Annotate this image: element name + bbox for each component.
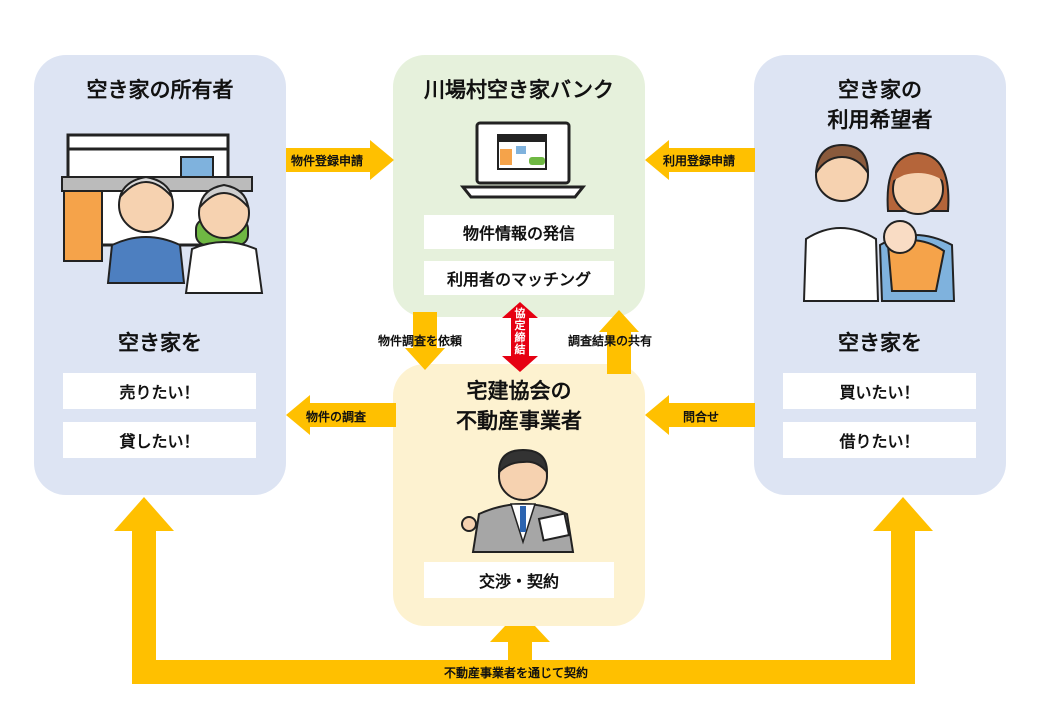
label-owner-to-bank: 物件登録申請	[291, 154, 364, 168]
owner-option-sell: 売りたい！	[63, 373, 256, 409]
user-title-line1: 空き家の	[838, 78, 922, 102]
label-user-to-bank: 利用登録申請	[663, 154, 736, 168]
user-option-buy: 買いたい！	[783, 373, 976, 409]
owner-panel: 空き家の所有者 空き家を 売りたい！ 貸したい！	[34, 55, 286, 495]
label-bank-to-agent: 物件調査を依頼	[378, 334, 463, 348]
label-agent-to-bank: 調査結果の共有	[568, 334, 653, 348]
laptop-icon	[459, 121, 587, 199]
bank-panel: 川場村空き家バンク 物件情報の発信 利用者のマッチング	[393, 55, 645, 317]
bank-title: 川場村空き家バンク	[423, 78, 615, 102]
arrow-owner-to-bank	[286, 140, 394, 180]
owner-subtitle: 空き家を	[118, 331, 202, 355]
label-contract: 不動産事業者を通じて契約	[444, 666, 589, 680]
bank-role-matching: 利用者のマッチング	[424, 261, 614, 295]
real-estate-agent-illustration	[461, 448, 575, 553]
elderly-couple-house-illustration	[61, 133, 264, 294]
bank-role-info: 物件情報の発信	[424, 215, 614, 249]
label-user-to-agent: 問合せ	[683, 410, 720, 424]
agent-role-negotiation: 交渉・契約	[424, 562, 614, 598]
label-agent-to-owner: 物件の調査	[306, 410, 367, 424]
family-with-baby-illustration	[802, 143, 956, 302]
arrow-user-to-bank	[645, 140, 755, 180]
label-agreement: 協定締結	[514, 307, 526, 356]
arrow-agent-to-bank	[599, 310, 639, 374]
user-option-rent: 借りたい！	[783, 422, 976, 458]
agent-title-line1: 宅建協会の	[466, 379, 572, 403]
agreement-double-arrow	[502, 302, 538, 372]
agent-panel: 宅建協会の 不動産事業者 交渉・契約	[393, 364, 645, 626]
agent-title-line2: 不動産事業者	[456, 409, 582, 433]
owner-title: 空き家の所有者	[86, 78, 234, 102]
agent-title: 宅建協会の 不動産事業者	[393, 376, 645, 436]
user-panel: 空き家の 利用希望者 空き家を 買いたい！ 借りたい！	[754, 55, 1006, 495]
arrow-agent-to-owner	[286, 395, 396, 435]
user-title: 空き家の 利用希望者	[754, 75, 1006, 135]
arrow-bank-to-agent	[405, 312, 445, 370]
owner-option-lend: 貸したい！	[63, 422, 256, 458]
user-title-line2: 利用希望者	[827, 108, 933, 132]
arrow-user-to-agent	[645, 395, 755, 435]
user-subtitle: 空き家を	[838, 331, 922, 355]
